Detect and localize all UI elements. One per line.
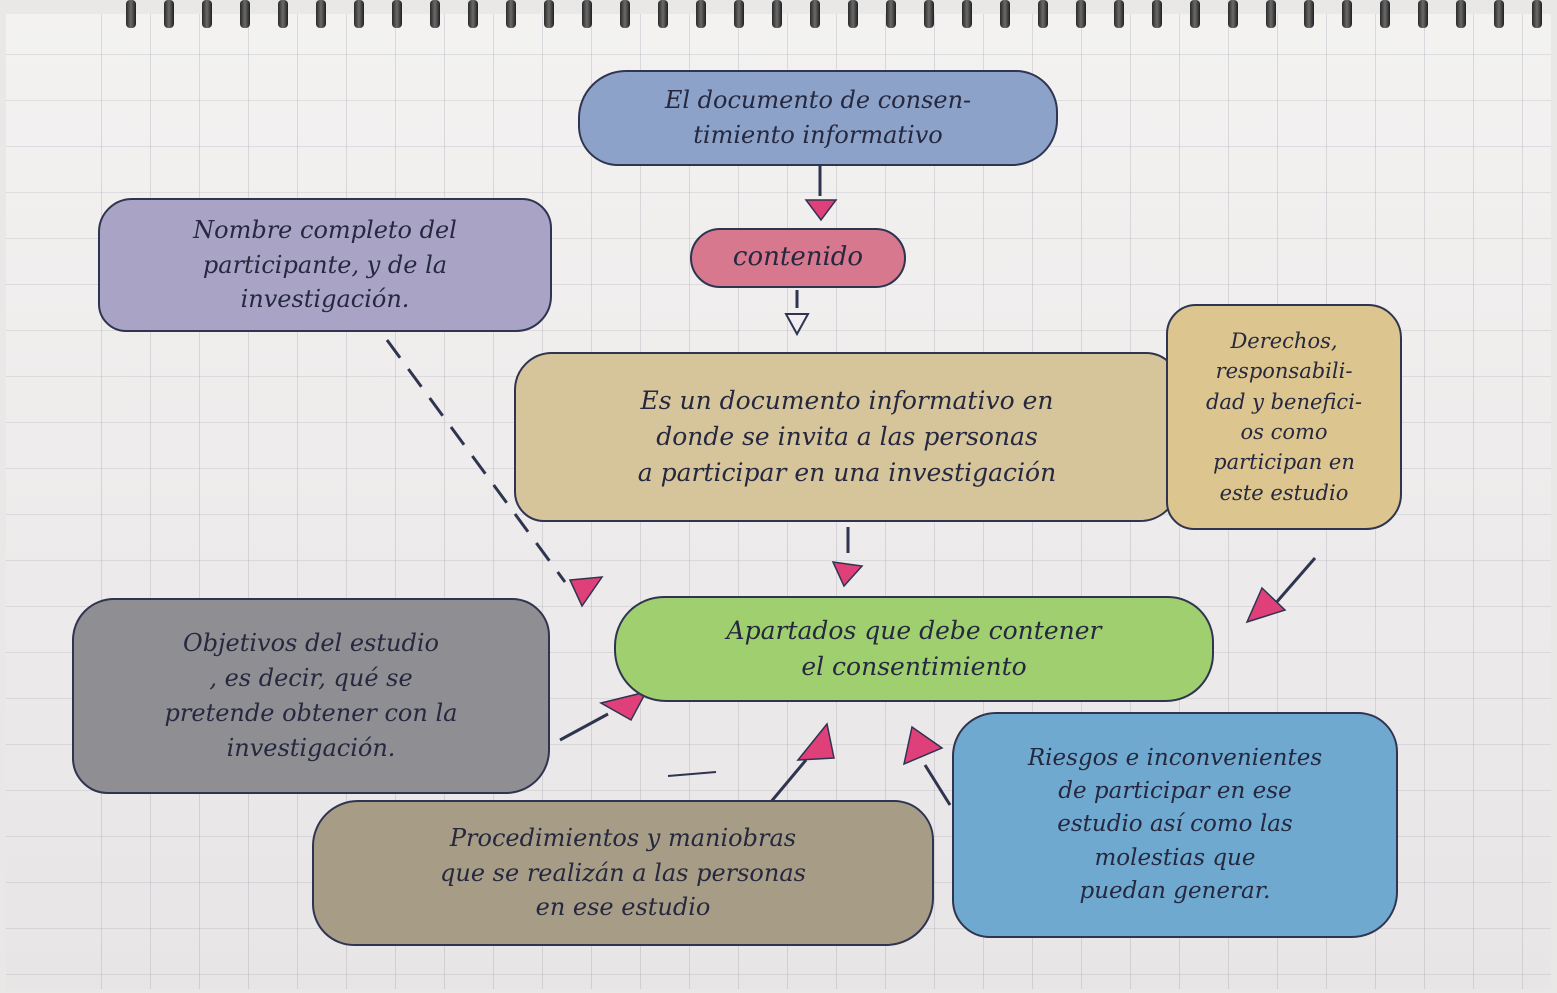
ruled-line-horizontal bbox=[6, 330, 1551, 331]
spiral-ring bbox=[1228, 0, 1238, 28]
ruled-line-horizontal bbox=[6, 974, 1551, 975]
spiral-ring bbox=[1114, 0, 1124, 28]
ruled-line-vertical bbox=[444, 14, 445, 989]
spiral-ring bbox=[620, 0, 630, 28]
spiral-ring bbox=[1380, 0, 1390, 28]
spiral-ring bbox=[810, 0, 820, 28]
spiral-ring bbox=[1000, 0, 1010, 28]
arrowhead-riesgos-apartados bbox=[902, 725, 944, 766]
spiral-ring bbox=[126, 0, 136, 28]
connector-nombre-apartados bbox=[385, 339, 567, 583]
node-objetivos: Objetivos del estudio , es decir, qué se… bbox=[72, 598, 550, 794]
node-objetivos-text: Objetivos del estudio , es decir, qué se… bbox=[164, 629, 458, 762]
spiral-ring bbox=[544, 0, 554, 28]
arrowhead-derechos-apartados bbox=[1245, 586, 1287, 624]
node-definicion-text: Es un documento informativo en donde se … bbox=[637, 385, 1057, 488]
spiral-ring bbox=[658, 0, 668, 28]
spiral-ring bbox=[506, 0, 516, 28]
arrowhead-contenido-definicion bbox=[784, 313, 810, 337]
node-contenido-text: contenido bbox=[732, 242, 864, 273]
node-riesgos: Riesgos e inconvenientes de participar e… bbox=[952, 712, 1398, 938]
ruled-line-vertical bbox=[493, 14, 494, 989]
connector-procedimientos-apartados bbox=[768, 759, 808, 804]
node-definicion: Es un documento informativo en donde se … bbox=[514, 352, 1180, 522]
ruled-line-vertical bbox=[150, 14, 151, 989]
spiral-ring bbox=[1342, 0, 1352, 28]
arrowhead-definicion-apartados bbox=[831, 561, 864, 588]
stray-pen-mark bbox=[667, 771, 717, 777]
spiral-ring bbox=[1304, 0, 1314, 28]
spiral-ring bbox=[1532, 0, 1542, 28]
spiral-ring bbox=[962, 0, 972, 28]
spiral-ring bbox=[240, 0, 250, 28]
node-nombre: Nombre completo del participante, y de l… bbox=[98, 198, 552, 332]
arrowhead-objetivos-apartados bbox=[598, 690, 648, 722]
node-procedimientos-text: Procedimientos y maniobras que se realiz… bbox=[440, 823, 806, 922]
ruled-line-vertical bbox=[346, 14, 347, 989]
arrowhead-procedimientos-apartados bbox=[796, 722, 835, 761]
node-root: El documento de consen- timiento informa… bbox=[578, 70, 1058, 166]
node-apartados: Apartados que debe contener el consentim… bbox=[614, 596, 1214, 702]
node-apartados-text: Apartados que debe contener el consentim… bbox=[726, 615, 1102, 681]
ruled-line-vertical bbox=[248, 14, 249, 989]
ruled-line-vertical bbox=[395, 14, 396, 989]
spiral-ring bbox=[202, 0, 212, 28]
spiral-ring bbox=[582, 0, 592, 28]
ruled-line-horizontal bbox=[6, 744, 1551, 745]
spiral-ring bbox=[734, 0, 744, 28]
node-derechos: Derechos, responsabili- dad y benefici- … bbox=[1166, 304, 1402, 530]
node-riesgos-text: Riesgos e inconvenientes de participar e… bbox=[1027, 744, 1323, 905]
spiral-ring bbox=[886, 0, 896, 28]
spiral-ring bbox=[392, 0, 402, 28]
ruled-line-horizontal bbox=[6, 192, 1551, 193]
ruled-line-horizontal bbox=[6, 560, 1551, 561]
spiral-ring bbox=[278, 0, 288, 28]
connector-riesgos-apartados bbox=[923, 764, 952, 806]
spiral-ring bbox=[1456, 0, 1466, 28]
ruled-line-vertical bbox=[101, 14, 102, 989]
arrowhead-root-contenido bbox=[804, 199, 838, 222]
arrowhead-nombre-apartados bbox=[568, 576, 604, 608]
ruled-line-vertical bbox=[1522, 14, 1523, 989]
spiral-ring bbox=[468, 0, 478, 28]
spiral-ring bbox=[164, 0, 174, 28]
ruled-line-vertical bbox=[199, 14, 200, 989]
ruled-line-horizontal bbox=[6, 790, 1551, 791]
node-procedimientos: Procedimientos y maniobras que se realiz… bbox=[312, 800, 934, 946]
connector-derechos-apartados bbox=[1273, 557, 1317, 605]
spiral-ring bbox=[430, 0, 440, 28]
connector-objetivos-apartados bbox=[559, 712, 609, 742]
spiral-ring bbox=[924, 0, 934, 28]
spiral-ring bbox=[1152, 0, 1162, 28]
spiral-ring bbox=[354, 0, 364, 28]
spiral-ring bbox=[1266, 0, 1276, 28]
spiral-ring bbox=[848, 0, 858, 28]
node-nombre-text: Nombre completo del participante, y de l… bbox=[193, 215, 457, 314]
ruled-line-vertical bbox=[1424, 14, 1425, 989]
spiral-ring bbox=[1076, 0, 1086, 28]
spiral-ring bbox=[1038, 0, 1048, 28]
spiral-ring bbox=[696, 0, 706, 28]
spiral-ring bbox=[1190, 0, 1200, 28]
spiral-ring bbox=[1418, 0, 1428, 28]
node-root-text: El documento de consen- timiento informa… bbox=[664, 86, 972, 149]
ruled-line-vertical bbox=[297, 14, 298, 989]
node-derechos-text: Derechos, responsabili- dad y benefici- … bbox=[1205, 328, 1363, 505]
spiral-ring bbox=[772, 0, 782, 28]
ruled-line-vertical bbox=[1473, 14, 1474, 989]
spiral-ring bbox=[1494, 0, 1504, 28]
ruled-line-horizontal bbox=[6, 54, 1551, 55]
node-contenido: contenido bbox=[690, 228, 906, 288]
spiral-ring bbox=[316, 0, 326, 28]
